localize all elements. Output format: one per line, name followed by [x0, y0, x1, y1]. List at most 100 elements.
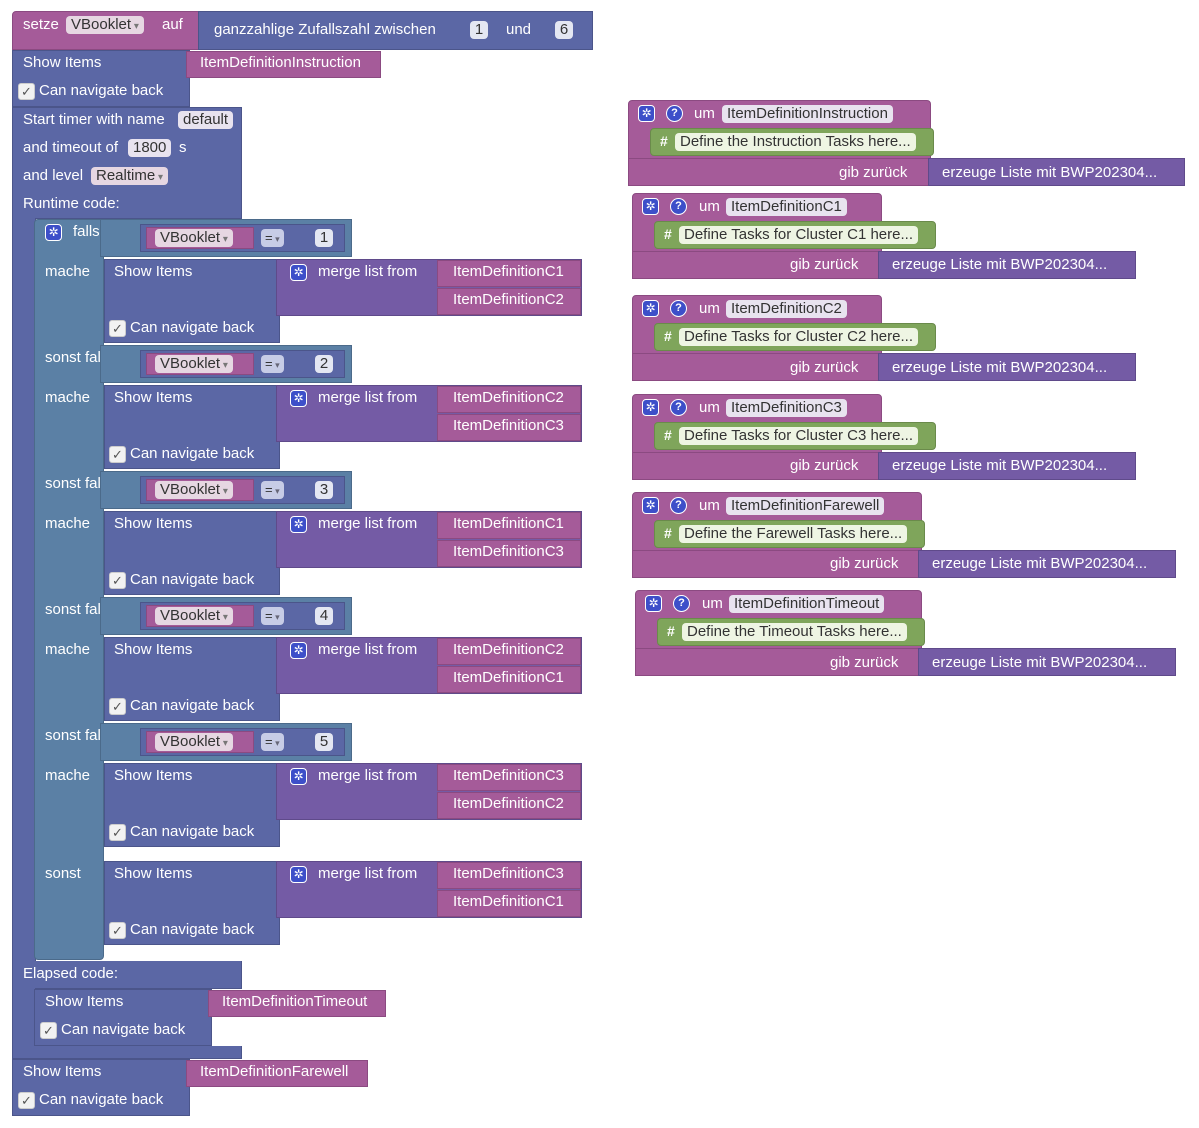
- operator-dropdown[interactable]: =: [261, 229, 284, 247]
- function-name-field[interactable]: ItemDefinitionTimeout: [729, 595, 885, 613]
- function-return-row: [632, 353, 884, 381]
- gear-icon[interactable]: ✲: [290, 866, 307, 883]
- gear-icon[interactable]: ✲: [45, 224, 62, 241]
- show-items-label: Show Items: [114, 641, 193, 658]
- show-items-block[interactable]: [104, 511, 280, 595]
- checkbox-icon[interactable]: ✓: [109, 922, 126, 939]
- variable-dropdown[interactable]: VBooklet: [155, 355, 233, 373]
- mache-label: mache: [45, 263, 91, 280]
- checkbox-icon[interactable]: ✓: [109, 320, 126, 337]
- list-reference-block[interactable]: [437, 512, 581, 539]
- list-reference-block[interactable]: [437, 862, 581, 889]
- help-icon[interactable]: ?: [670, 497, 687, 514]
- gear-icon[interactable]: ✲: [290, 264, 307, 281]
- list-reference-block[interactable]: [437, 260, 581, 287]
- list-reference-block[interactable]: [437, 666, 581, 693]
- comment-text-field[interactable]: Define the Timeout Tasks here...: [682, 623, 907, 641]
- help-icon[interactable]: ?: [670, 399, 687, 416]
- show-items-block[interactable]: [12, 50, 190, 107]
- mache-label: mache: [45, 767, 91, 784]
- comment-text-field[interactable]: Define Tasks for Cluster C1 here...: [679, 226, 918, 244]
- item-reference-block[interactable]: [208, 990, 386, 1017]
- checkbox-icon[interactable]: ✓: [109, 572, 126, 589]
- comment-text-field[interactable]: Define the Farewell Tasks here...: [679, 525, 908, 543]
- compare-value[interactable]: 3: [315, 481, 333, 499]
- variable-dropdown[interactable]: VBooklet: [155, 607, 233, 625]
- show-items-block[interactable]: [104, 637, 280, 721]
- show-items-block[interactable]: [104, 763, 280, 847]
- checkbox-icon[interactable]: ✓: [109, 824, 126, 841]
- show-items-block[interactable]: [104, 385, 280, 469]
- checkbox-icon[interactable]: ✓: [18, 83, 35, 100]
- create-list-block[interactable]: [878, 353, 1136, 381]
- timer-name-field[interactable]: default: [178, 111, 234, 129]
- function-name-field[interactable]: ItemDefinitionC3: [726, 399, 847, 417]
- level-dropdown[interactable]: Realtime: [91, 167, 168, 185]
- random-integer-block[interactable]: [198, 11, 593, 50]
- gear-icon[interactable]: ✲: [290, 768, 307, 785]
- gear-icon[interactable]: ✲: [645, 595, 662, 612]
- sonst-falls-label: sonst falls: [45, 727, 112, 744]
- show-items-block[interactable]: [12, 1059, 190, 1116]
- create-list-block[interactable]: [878, 251, 1136, 279]
- show-items-block[interactable]: [104, 861, 280, 945]
- random-max-field[interactable]: 6: [555, 21, 573, 39]
- gear-icon[interactable]: ✲: [290, 642, 307, 659]
- list-reference-block[interactable]: [437, 288, 581, 315]
- list-reference-block[interactable]: [437, 890, 581, 917]
- variable-dropdown[interactable]: VBooklet: [66, 16, 144, 34]
- create-list-block[interactable]: [928, 158, 1185, 186]
- gear-icon[interactable]: ✲: [642, 497, 659, 514]
- list-reference-block[interactable]: [437, 386, 581, 413]
- function-name-field[interactable]: ItemDefinitionInstruction: [722, 105, 893, 123]
- comment-text-field[interactable]: Define the Instruction Tasks here...: [675, 133, 916, 151]
- gear-icon[interactable]: ✲: [290, 390, 307, 407]
- item-reference-block[interactable]: [186, 1060, 368, 1087]
- function-name-field[interactable]: ItemDefinitionC2: [726, 300, 847, 318]
- list-reference-block[interactable]: [437, 764, 581, 791]
- operator-dropdown[interactable]: =: [261, 481, 284, 499]
- help-icon[interactable]: ?: [670, 198, 687, 215]
- create-list-block[interactable]: [918, 648, 1176, 676]
- gear-icon[interactable]: ✲: [290, 516, 307, 533]
- help-icon[interactable]: ?: [666, 105, 683, 122]
- checkbox-icon[interactable]: ✓: [109, 698, 126, 715]
- create-list-block[interactable]: [878, 452, 1136, 480]
- checkbox-icon[interactable]: ✓: [40, 1022, 57, 1039]
- timer-block-spine: [12, 218, 36, 962]
- compare-value[interactable]: 2: [315, 355, 333, 373]
- gear-icon[interactable]: ✲: [642, 300, 659, 317]
- comment-text-field[interactable]: Define Tasks for Cluster C2 here...: [679, 328, 918, 346]
- function-um-label: um: [699, 300, 720, 317]
- help-icon[interactable]: ?: [670, 300, 687, 317]
- checkbox-icon[interactable]: ✓: [18, 1092, 35, 1109]
- create-list-block[interactable]: [918, 550, 1176, 578]
- gear-icon[interactable]: ✲: [642, 399, 659, 416]
- show-items-block[interactable]: [34, 989, 212, 1046]
- variable-dropdown[interactable]: VBooklet: [155, 229, 233, 247]
- compare-value[interactable]: 1: [315, 229, 333, 247]
- list-reference-block[interactable]: [437, 540, 581, 567]
- list-reference-block[interactable]: [437, 792, 581, 819]
- variable-dropdown[interactable]: VBooklet: [155, 733, 233, 751]
- function-name-field[interactable]: ItemDefinitionC1: [726, 198, 847, 216]
- if-else-block[interactable]: [34, 219, 104, 960]
- operator-dropdown[interactable]: =: [261, 355, 284, 373]
- compare-value[interactable]: 5: [315, 733, 333, 751]
- help-icon[interactable]: ?: [673, 595, 690, 612]
- comment-text-field[interactable]: Define Tasks for Cluster C3 here...: [679, 427, 918, 445]
- gear-icon[interactable]: ✲: [638, 105, 655, 122]
- list-reference-block[interactable]: [437, 638, 581, 665]
- gear-icon[interactable]: ✲: [642, 198, 659, 215]
- list-reference-block[interactable]: [437, 414, 581, 441]
- operator-dropdown[interactable]: =: [261, 607, 284, 625]
- item-reference-block[interactable]: [186, 51, 381, 78]
- variable-dropdown[interactable]: VBooklet: [155, 481, 233, 499]
- checkbox-icon[interactable]: ✓: [109, 446, 126, 463]
- function-name-field[interactable]: ItemDefinitionFarewell: [726, 497, 885, 515]
- timeout-field[interactable]: 1800: [128, 139, 172, 157]
- operator-dropdown[interactable]: =: [261, 733, 284, 751]
- random-min-field[interactable]: 1: [470, 21, 488, 39]
- compare-value[interactable]: 4: [315, 607, 333, 625]
- show-items-block[interactable]: [104, 259, 280, 343]
